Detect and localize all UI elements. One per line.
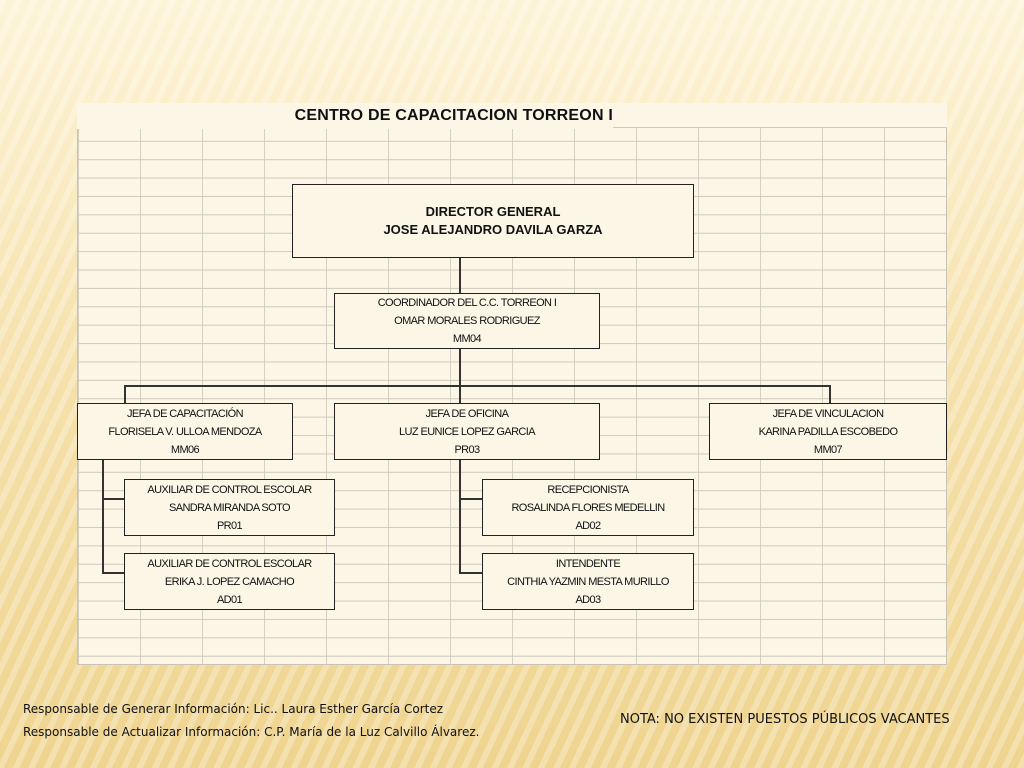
- head-name: KARINA PADILLA ESCOBEDO: [758, 425, 898, 438]
- director-box: DIRECTOR GENERAL JOSE ALEJANDRO DAVILA G…: [292, 184, 694, 258]
- vacancy-note: NOTA: NO EXISTEN PUESTOS PÚBLICOS VACANT…: [620, 712, 950, 727]
- head-code: MM07: [813, 443, 843, 456]
- director-name: JOSE ALEJANDRO DAVILA GARZA: [383, 222, 603, 237]
- staff-name: ROSALINDA FLORES MEDELLIN: [511, 501, 665, 514]
- staff-code: AD03: [575, 593, 601, 606]
- connector-office-1: [459, 498, 483, 500]
- connector-training-2: [102, 572, 124, 574]
- office-staff-box-2: INTENDENTE CINTHIA YAZMIN MESTA MURILLO …: [482, 553, 694, 610]
- staff-name: CINTHIA YAZMIN MESTA MURILLO: [507, 575, 669, 588]
- coordinator-role: COORDINADOR DEL C.C. TORREON I: [377, 297, 557, 309]
- director-role: DIRECTOR GENERAL: [425, 204, 561, 219]
- coordinator-name: OMAR MORALES RODRIGUEZ: [394, 315, 540, 327]
- connector-director-coordinator: [459, 257, 461, 293]
- connector-heads-bus: [124, 385, 830, 387]
- training-staff-box-1: AUXILIAR DE CONTROL ESCOLAR SANDRA MIRAN…: [124, 479, 335, 536]
- staff-code: AD02: [575, 519, 601, 532]
- head-role: JEFA DE VINCULACION: [772, 407, 884, 420]
- head-name: LUZ EUNICE LOPEZ GARCIA: [399, 425, 536, 438]
- training-staff-box-2: AUXILIAR DE CONTROL ESCOLAR ERIKA J. LOP…: [124, 553, 335, 610]
- staff-code: PR01: [216, 519, 243, 532]
- connector-head-right: [829, 385, 831, 404]
- staff-name: SANDRA MIRANDA SOTO: [168, 501, 291, 514]
- footer-update: Responsable de Actualizar Información: C…: [23, 725, 480, 739]
- staff-role: AUXILIAR DE CONTROL ESCOLAR: [147, 483, 312, 496]
- connector-head-center: [459, 385, 461, 404]
- staff-role: AUXILIAR DE CONTROL ESCOLAR: [147, 557, 312, 570]
- connector-office-vertical: [459, 459, 461, 573]
- connector-training-vertical: [102, 459, 104, 573]
- connector-head-left: [124, 385, 126, 404]
- head-code: PR03: [454, 443, 480, 456]
- coordinator-box: COORDINADOR DEL C.C. TORREON I OMAR MORA…: [334, 293, 600, 349]
- office-staff-box-1: RECEPCIONISTA ROSALINDA FLORES MEDELLIN …: [482, 479, 694, 536]
- head-name: FLORISELA V. ULLOA MENDOZA: [108, 425, 262, 438]
- head-training-box: JEFA DE CAPACITACIÓN FLORISELA V. ULLOA …: [77, 403, 293, 460]
- head-role: JEFA DE CAPACITACIÓN: [127, 407, 244, 420]
- footer-generate: Responsable de Generar Información: Lic.…: [23, 702, 444, 716]
- connector-coordinator-bus: [459, 348, 461, 385]
- chart-title: CENTRO DE CAPACITACION TORREON I: [77, 103, 613, 129]
- staff-role: RECEPCIONISTA: [547, 483, 629, 496]
- head-role: JEFA DE OFICINA: [425, 407, 509, 420]
- staff-role: INTENDENTE: [555, 557, 621, 570]
- staff-code: AD01: [216, 593, 243, 606]
- coordinator-code: MM04: [452, 333, 482, 345]
- head-linkage-box: JEFA DE VINCULACION KARINA PADILLA ESCOB…: [709, 403, 947, 460]
- head-code: MM06: [170, 443, 200, 456]
- connector-training-1: [102, 498, 124, 500]
- staff-name: ERIKA J. LOPEZ CAMACHO: [164, 575, 295, 588]
- head-office-box: JEFA DE OFICINA LUZ EUNICE LOPEZ GARCIA …: [334, 403, 600, 460]
- connector-office-2: [459, 572, 483, 574]
